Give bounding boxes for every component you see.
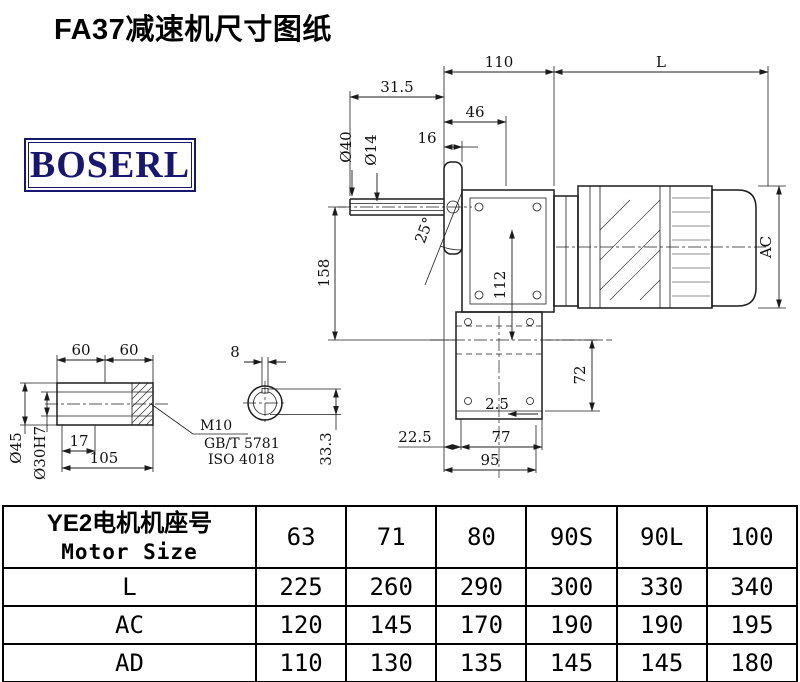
standard-iso-label: ISO 4018	[208, 452, 275, 468]
table-row-AC: AC 120 145 170 190 190 195	[2, 605, 799, 645]
size-col-63: 63	[254, 505, 348, 569]
angled-face	[424, 191, 463, 286]
dim-dia40-label: Ø40	[337, 131, 355, 162]
shaft-view-dimensions: 60 60 Ø45 Ø30H7 17 105 M10 GB/T 5781 ISO…	[7, 341, 280, 480]
size-col-80: 80	[435, 505, 528, 569]
motor-size-header-cell: YE2电机机座号 Motor Size	[2, 505, 257, 569]
row-label-AD: AD	[2, 643, 257, 682]
row-label-AC: AC	[2, 605, 257, 645]
cell-AD-3: 145	[525, 643, 618, 682]
cell-L-5: 340	[705, 567, 799, 607]
cell-AC-2: 170	[435, 605, 528, 645]
dim-L-label: L	[656, 53, 666, 71]
cell-L-2: 290	[435, 567, 528, 607]
dim-dia30h7-label: Ø30H7	[31, 426, 49, 480]
dimension-drawing: 110 L 31.5 46 16 Ø40 Ø14 25° 158 112 AC …	[7, 53, 786, 480]
cell-AC-3: 190	[525, 605, 618, 645]
dim-33-3-label: 33.3	[317, 432, 335, 465]
dim-72-label: 72	[571, 365, 589, 384]
cell-AD-2: 135	[435, 643, 528, 682]
cell-AC-5: 195	[705, 605, 799, 645]
dim-16-label: 16	[417, 129, 436, 147]
motor-size-header-en: Motor Size	[61, 539, 198, 564]
dim-112-label: 112	[491, 271, 509, 300]
dim-77-label: 77	[491, 428, 510, 446]
size-col-90s: 90S	[525, 505, 618, 569]
dim-25deg-label: 25°	[411, 215, 437, 246]
dim-46-label: 46	[465, 103, 484, 121]
gearbox-housing-lower	[430, 311, 612, 478]
dim-dia45-label: Ø45	[7, 432, 25, 463]
cell-L-0: 225	[254, 567, 348, 607]
cell-L-4: 330	[615, 567, 708, 607]
motor-adapter	[553, 195, 579, 307]
table-row-AD: AD 110 130 135 145 145 180	[2, 643, 799, 682]
cell-AD-4: 145	[615, 643, 708, 682]
table-row-L: L 225 260 290 300 330 340	[2, 567, 799, 607]
row-label-L: L	[2, 567, 257, 607]
dim-22-5-label: 22.5	[398, 428, 431, 446]
dim-158-label: 158	[315, 259, 333, 288]
cell-AD-5: 180	[705, 643, 799, 682]
cell-AC-0: 120	[254, 605, 348, 645]
dim-60-left-label: 60	[71, 341, 90, 359]
motor-fan-cover	[711, 189, 757, 307]
dim-2-5-label: 2.5	[485, 395, 509, 413]
section-view-dimensions: 8 33.3	[230, 343, 341, 466]
boserl-logo-text: BOSERL	[29, 144, 191, 186]
input-shaft	[338, 198, 472, 216]
main-view	[338, 161, 766, 478]
shaft-hatch	[131, 382, 153, 426]
main-view-dimensions: 110 L 31.5 46 16 Ø40 Ø14 25° 158 112 AC …	[315, 53, 786, 473]
dim-8-label: 8	[230, 343, 240, 361]
bore-section-view	[243, 381, 287, 425]
motor-size-header-cn: YE2电机机座号	[46, 510, 213, 538]
standard-gbt-label: GB/T 5781	[204, 436, 280, 452]
dim-110-label: 110	[485, 53, 514, 71]
thread-m10-label: M10	[200, 418, 232, 434]
table-header-row: YE2电机机座号 Motor Size 63 71 80 90S 90L 100	[2, 505, 799, 569]
motor-size-table: YE2电机机座号 Motor Size 63 71 80 90S 90L 100…	[2, 505, 799, 682]
cell-AC-1: 145	[345, 605, 438, 645]
dim-dia14-label: Ø14	[362, 134, 380, 165]
dim-60-right-label: 60	[119, 341, 138, 359]
input-flange	[443, 161, 463, 255]
cell-AC-4: 190	[615, 605, 708, 645]
dim-105-label: 105	[90, 449, 119, 467]
cell-L-3: 300	[525, 567, 618, 607]
dim-17-label: 17	[69, 432, 88, 450]
size-col-71: 71	[345, 505, 438, 569]
dim-31-5-label: 31.5	[380, 78, 413, 96]
dim-95-label: 95	[480, 451, 499, 469]
cell-L-1: 260	[345, 567, 438, 607]
size-col-100: 100	[705, 505, 799, 569]
boserl-logo: BOSERL	[24, 138, 196, 192]
cell-AD-0: 110	[254, 643, 348, 682]
size-col-90l: 90L	[615, 505, 708, 569]
page-title: FA37减速机尺寸图纸	[54, 14, 332, 46]
dim-AC-label: AC	[757, 236, 775, 259]
cell-AD-1: 130	[345, 643, 438, 682]
